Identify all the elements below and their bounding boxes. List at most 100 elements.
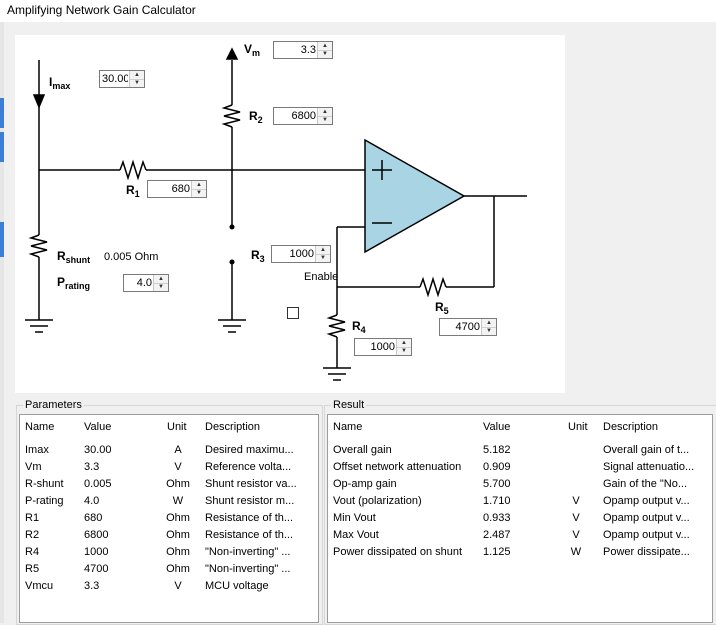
r1-stepper[interactable]: ▲▼ <box>147 180 207 198</box>
r4-up-button[interactable]: ▲ <box>397 339 411 348</box>
cell-desc: Resistance of th... <box>205 512 294 524</box>
schematic-panel: Imax ▲▼ Vm ▲▼ R2 ▲▼ R1 ▲▼ Rshunt 0.005 O… <box>15 35 565 393</box>
vm-stepper[interactable]: ▲▼ <box>273 41 333 59</box>
left-edge <box>0 22 4 623</box>
enable-label[interactable]: Enable <box>304 271 339 283</box>
vm-down-button[interactable]: ▼ <box>322 51 328 57</box>
r5-resistor <box>419 276 447 298</box>
cell-value: 3.3 <box>84 461 100 473</box>
column-header-unit[interactable]: Unit <box>167 421 187 433</box>
cell-name: Overall gain <box>333 444 392 456</box>
column-header-value[interactable]: Value <box>84 421 112 433</box>
column-header-description[interactable]: Description <box>603 421 659 433</box>
parameters-header: Name Value Unit Description <box>20 415 318 437</box>
edge-marker <box>0 222 4 257</box>
r5-stepper[interactable]: ▲▼ <box>439 318 497 336</box>
r4-stepper[interactable]: ▲▼ <box>354 338 412 356</box>
prating-up-button[interactable]: ▲ <box>154 275 168 284</box>
r5-label: R5 <box>435 300 449 316</box>
cell-value: 0.933 <box>483 512 511 524</box>
cell-value: 4700 <box>84 563 109 575</box>
column-header-unit[interactable]: Unit <box>568 421 588 433</box>
r4-input[interactable] <box>355 339 397 355</box>
r3-stepper[interactable]: ▲▼ <box>271 245 331 263</box>
prating-stepper[interactable]: ▲▼ <box>123 274 169 292</box>
r2-stepper[interactable]: ▲▼ <box>273 107 333 125</box>
cell-name: Power dissipated on shunt <box>333 546 463 558</box>
r3-up-button[interactable]: ▲ <box>316 246 330 255</box>
r2-label: R2 <box>249 109 263 125</box>
r1-up-button[interactable]: ▲ <box>192 181 206 190</box>
cell-name: R5 <box>25 563 40 575</box>
cell-unit: W <box>570 546 582 558</box>
r1-input[interactable] <box>148 181 192 197</box>
cell-unit: V <box>572 529 580 541</box>
r4-down-button[interactable]: ▼ <box>401 348 407 354</box>
r5-input[interactable] <box>440 319 482 335</box>
cell-name: Vout (polarization) <box>333 495 422 507</box>
r2-down-button[interactable]: ▼ <box>322 117 328 123</box>
r3-input[interactable] <box>272 246 316 262</box>
column-header-name[interactable]: Name <box>25 421 55 433</box>
imax-input[interactable] <box>100 71 130 87</box>
r3-down-button[interactable]: ▼ <box>320 255 326 261</box>
r2-up-button[interactable]: ▲ <box>318 108 332 117</box>
prating-input[interactable] <box>124 275 154 291</box>
vm-input[interactable] <box>274 42 318 58</box>
vm-up-button[interactable]: ▲ <box>318 42 332 51</box>
cell-unit: V <box>572 495 580 507</box>
rshunt-label: Rshunt <box>57 249 91 265</box>
result-table[interactable]: Name Value Unit Description Overall gain… <box>327 414 713 623</box>
cell-name: R4 <box>25 546 40 558</box>
imax-down-button[interactable]: ▼ <box>134 80 140 86</box>
r3-label: R3 <box>251 248 265 264</box>
cell-desc: Shunt resistor m... <box>205 495 295 507</box>
cell-name: Vmcu <box>25 580 54 592</box>
r5-down-button[interactable]: ▼ <box>486 328 492 334</box>
prating-down-button[interactable]: ▼ <box>158 284 164 290</box>
column-header-value[interactable]: Value <box>483 421 511 433</box>
cell-value: 3.3 <box>84 580 100 592</box>
imax-up-button[interactable]: ▲ <box>130 71 144 80</box>
cell-value: 30.00 <box>84 444 112 456</box>
cell-value: 1000 <box>84 546 109 558</box>
cell-desc: Resistance of th... <box>205 529 294 541</box>
r5-up-button[interactable]: ▲ <box>482 319 496 328</box>
enable-checkbox[interactable] <box>287 307 299 319</box>
cell-value: 0.909 <box>483 461 511 473</box>
cell-value: 2.487 <box>483 529 511 541</box>
cell-unit: Ohm <box>166 529 190 541</box>
r1-down-button[interactable]: ▼ <box>196 190 202 196</box>
cell-unit: V <box>572 512 580 524</box>
column-header-name[interactable]: Name <box>333 421 363 433</box>
cell-name: Max Vout <box>333 529 379 541</box>
parameters-title: Parameters <box>23 398 84 412</box>
cell-unit: Ohm <box>166 512 190 524</box>
vm-arrow <box>225 47 239 60</box>
edge-marker <box>0 132 4 162</box>
r2-input[interactable] <box>274 108 318 124</box>
column-header-description[interactable]: Description <box>205 421 261 433</box>
cell-unit: A <box>174 444 182 456</box>
cell-value: 680 <box>84 512 103 524</box>
cell-name: Op-amp gain <box>333 478 397 490</box>
parameters-group: Parameters <box>16 398 323 625</box>
imax-stepper[interactable]: ▲▼ <box>99 70 145 88</box>
